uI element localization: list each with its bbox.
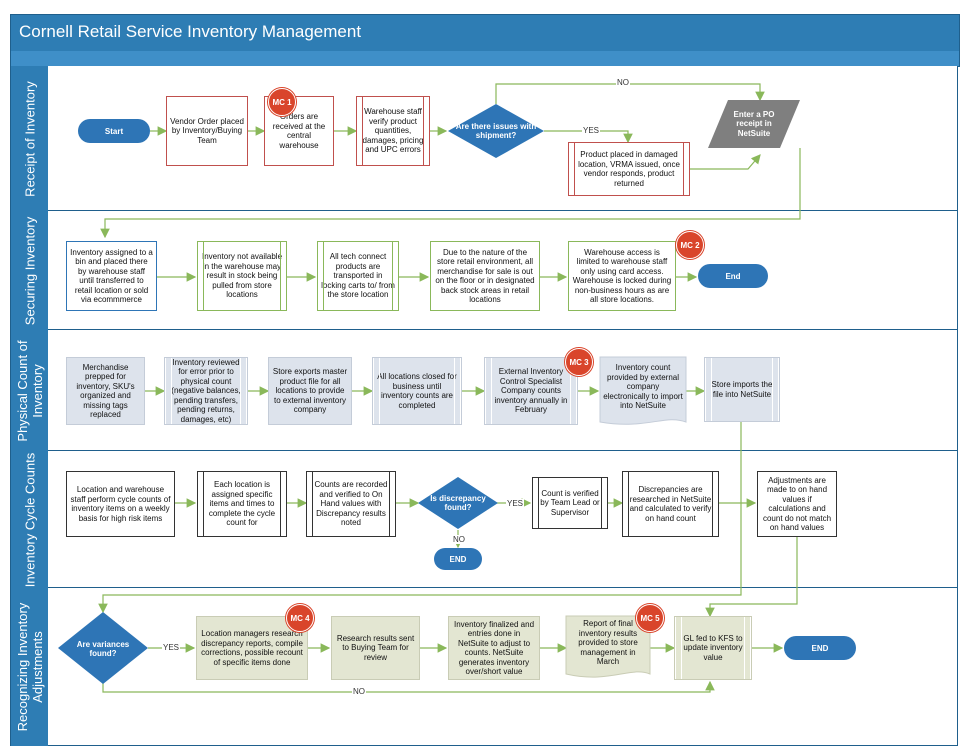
title-bar: Cornell Retail Service Inventory Managem… bbox=[10, 14, 960, 52]
cycle-adjustments-box: Adjustments are made to on hand values i… bbox=[757, 471, 837, 537]
edge-label-yes-variances: YES bbox=[162, 643, 181, 652]
start-terminal: Start bbox=[78, 119, 150, 143]
edge-label-no-discrepancy: NO bbox=[452, 535, 466, 544]
edge-label-yes-issues: YES bbox=[582, 126, 601, 135]
edge-label-no-issues: NO bbox=[616, 78, 630, 87]
tech-connect-text: All tech connect products are transporte… bbox=[321, 252, 395, 300]
tech-connect-box: All tech connect products are transporte… bbox=[317, 241, 399, 311]
edge-label-yes-discrepancy: YES bbox=[506, 499, 525, 508]
retail-nature-text: Due to the nature of the store retail en… bbox=[435, 247, 535, 305]
discrepancy-decision-label: Is discrepancy found? bbox=[430, 493, 486, 513]
decision-variances-shape bbox=[58, 612, 148, 684]
cycle-verified-box: Count is verified by Team Lead or Superv… bbox=[532, 477, 608, 529]
prepped-box: Merchandise prepped for inventory, SKU's… bbox=[66, 357, 145, 425]
recognizing-end-label: END bbox=[811, 643, 829, 653]
not-available-text: Inventory not available in the warehouse… bbox=[201, 252, 283, 300]
marker-mc1: MC 1 bbox=[268, 88, 296, 116]
managers-text: Location managers research discrepancy r… bbox=[201, 629, 303, 667]
lane-header-cycle: Inventory Cycle Counts bbox=[10, 451, 48, 588]
edge-variances-no bbox=[102, 680, 715, 693]
issues-decision-label: Are there issues with shipment? bbox=[455, 121, 537, 141]
marker-mc2: MC 2 bbox=[676, 231, 704, 259]
vendor-order-text: Vendor Order placed by Inventory/Buying … bbox=[170, 116, 244, 145]
cycle-assigned-box: Each location is assigned specific items… bbox=[197, 471, 287, 537]
external-box: External Inventory Control Specialist Co… bbox=[484, 357, 578, 425]
retail-nature-box: Due to the nature of the store retail en… bbox=[430, 241, 540, 311]
orders-received-box: Orders are received at the central wareh… bbox=[264, 96, 334, 166]
exports-box: Store exports master product file for al… bbox=[268, 357, 352, 425]
po-receipt-shape bbox=[708, 100, 800, 148]
results-box: Research results sent to Buying Team for… bbox=[331, 616, 420, 680]
variances-decision-label: Are variances found? bbox=[76, 639, 130, 659]
lane-header-securing: Securing Inventory bbox=[10, 211, 48, 330]
report-text: Report of final inventory results provid… bbox=[578, 619, 638, 667]
edge-adjust-gl bbox=[705, 537, 798, 618]
reviewed-box: Inventory reviewed for error prior to ph… bbox=[164, 357, 248, 425]
warehouse-access-box: Warehouse access is limited to warehouse… bbox=[568, 241, 676, 311]
securing-end-terminal: End bbox=[698, 264, 768, 288]
damaged-box: Product placed in damaged location, VRMA… bbox=[568, 142, 690, 196]
assigned-bin-box: Inventory assigned to a bin and placed t… bbox=[66, 241, 157, 311]
report-box: Report of final inventory results provid… bbox=[566, 616, 650, 670]
provided-box: Inventory count provided by external com… bbox=[600, 357, 686, 417]
marker-mc4: MC 4 bbox=[286, 604, 314, 632]
cycle-researched-text: Discrepancies are researched in NetSuite… bbox=[629, 485, 712, 523]
external-text: External Inventory Control Specialist Co… bbox=[494, 367, 568, 415]
cycle-end-label: END bbox=[449, 554, 467, 564]
marker-mc3: MC 3 bbox=[565, 348, 593, 376]
cycle-perform-text: Location and warehouse staff perform cyc… bbox=[70, 485, 171, 523]
cycle-adjustments-text: Adjustments are made to on hand values i… bbox=[762, 475, 832, 533]
decision-issues-shape bbox=[448, 104, 544, 158]
vendor-order-box: Vendor Order placed by Inventory/Buying … bbox=[166, 96, 248, 166]
warehouse-access-text: Warehouse access is limited to warehouse… bbox=[572, 247, 672, 305]
securing-end-label: End bbox=[725, 271, 741, 281]
finalized-text: Inventory finalized and entries done in … bbox=[453, 619, 535, 677]
edge-decision-no bbox=[495, 83, 765, 104]
cycle-recorded-box: Counts are recorded and verified to On H… bbox=[306, 471, 396, 537]
start-label: Start bbox=[104, 126, 124, 136]
imports-text: Store imports the file into NetSuite bbox=[711, 380, 773, 399]
warehouse-verify-text: Warehouse staff verify product quantitie… bbox=[362, 107, 424, 155]
edge-decision-yes bbox=[544, 130, 633, 144]
reviewed-text: Inventory reviewed for error prior to ph… bbox=[171, 357, 241, 424]
lane-header-receipt: Receipt of Inventory bbox=[10, 66, 48, 211]
gl-box: GL fed to KFS to update inventory value bbox=[674, 616, 752, 680]
recognizing-end-terminal: END bbox=[784, 636, 856, 660]
closed-text: All locations closed for business until … bbox=[377, 372, 457, 410]
prepped-text: Merchandise prepped for inventory, SKU's… bbox=[76, 362, 135, 420]
damaged-text: Product placed in damaged location, VRMA… bbox=[578, 150, 680, 188]
page-title: Cornell Retail Service Inventory Managem… bbox=[19, 22, 362, 41]
gl-text: GL fed to KFS to update inventory value bbox=[683, 633, 743, 662]
doc-provided-shape bbox=[599, 356, 687, 425]
edge-label-no-variances: NO bbox=[352, 687, 366, 696]
cycle-researched-box: Discrepancies are researched in NetSuite… bbox=[622, 471, 719, 537]
assigned-bin-text: Inventory assigned to a bin and placed t… bbox=[70, 247, 153, 305]
cycle-verified-text: Count is verified by Team Lead or Superv… bbox=[540, 488, 600, 517]
warehouse-verify-box: Warehouse staff verify product quantitie… bbox=[356, 96, 430, 166]
edge-damaged-po bbox=[690, 154, 761, 170]
cycle-perform-box: Location and warehouse staff perform cyc… bbox=[66, 471, 175, 537]
edge-po-securing bbox=[100, 148, 801, 239]
finalized-box: Inventory finalized and entries done in … bbox=[448, 616, 540, 680]
exports-text: Store exports master product file for al… bbox=[272, 367, 348, 415]
doc-report-shape bbox=[565, 615, 651, 678]
provided-text: Inventory count provided by external com… bbox=[603, 363, 683, 411]
results-text: Research results sent to Buying Team for… bbox=[336, 633, 415, 662]
imports-box: Store imports the file into NetSuite bbox=[704, 357, 780, 422]
po-receipt-label: Enter a PO receipt in NetSuite bbox=[733, 109, 775, 138]
decision-discrepancy-shape bbox=[418, 477, 498, 529]
edge-p7-recog bbox=[98, 422, 742, 614]
not-available-box: Inventory not available in the warehouse… bbox=[197, 241, 287, 311]
marker-mc5: MC 5 bbox=[636, 604, 664, 632]
orders-received-text: Orders are received at the central wareh… bbox=[272, 112, 326, 150]
lane-header-recognizing: Recognizing Inventory Adjustments bbox=[10, 588, 48, 746]
lane-header-physical: Physical Count of Inventory bbox=[10, 330, 48, 451]
cycle-end-terminal: END bbox=[434, 548, 482, 570]
cycle-recorded-text: Counts are recorded and verified to On H… bbox=[314, 480, 388, 528]
closed-box: All locations closed for business until … bbox=[372, 357, 462, 425]
cycle-assigned-text: Each location is assigned specific items… bbox=[208, 480, 276, 528]
